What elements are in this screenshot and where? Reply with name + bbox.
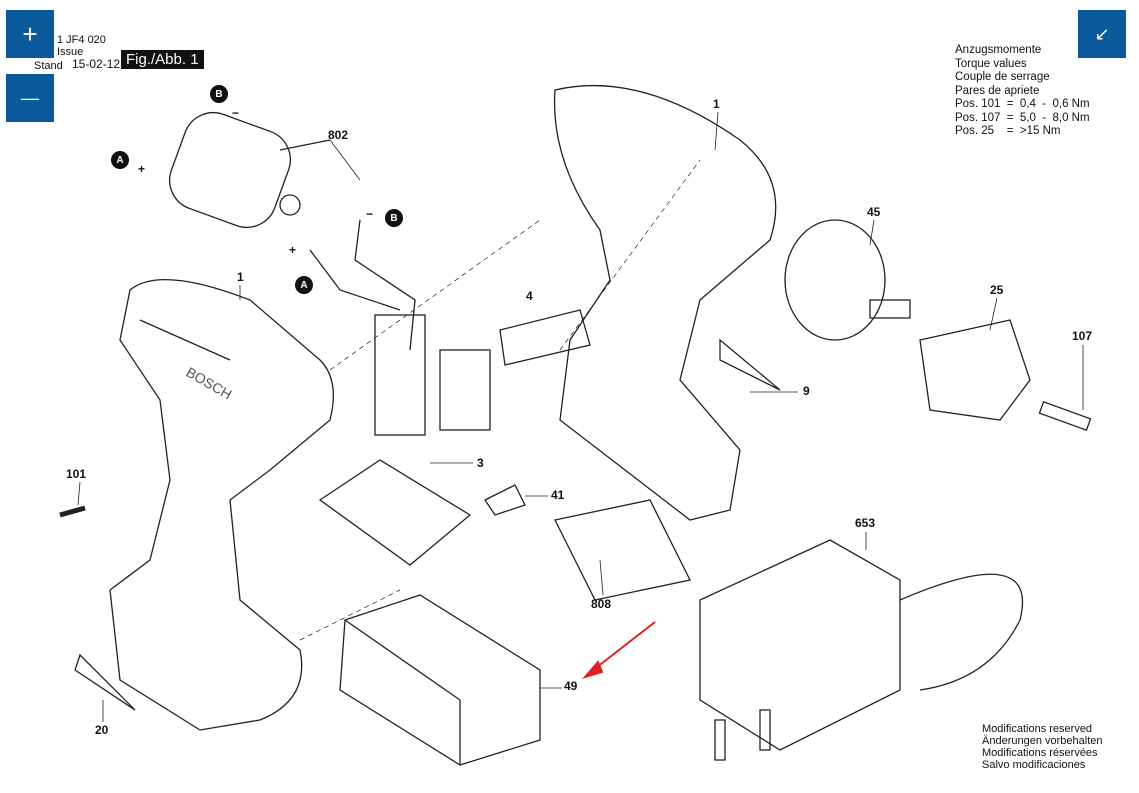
part-label[interactable]: 107 xyxy=(1072,329,1093,343)
collapse-button[interactable]: ↙ xyxy=(1078,10,1126,58)
connector-b-marker: B xyxy=(210,85,228,103)
svg-text:BOSCH: BOSCH xyxy=(184,364,235,403)
zoom-in-button[interactable]: + xyxy=(6,10,54,58)
switch-part xyxy=(309,219,491,566)
part-label[interactable]: 45 xyxy=(867,205,881,219)
issue-label: Issue xyxy=(57,46,84,58)
mod-line: Modifications réservées xyxy=(982,747,1098,759)
part-label[interactable]: 20 xyxy=(95,723,109,737)
gear-part xyxy=(784,219,911,341)
part-label[interactable]: 1 xyxy=(713,97,720,111)
collapse-arrows-icon: ↙ xyxy=(1094,23,1110,44)
part-label[interactable]: 3 xyxy=(477,456,484,470)
housing-left-part: BOSCH xyxy=(109,278,334,731)
torque-line: Pares de apriete xyxy=(955,84,1040,97)
drawing-code: 1 JF4 020 xyxy=(57,34,106,46)
connector-a-marker: A xyxy=(295,276,313,294)
torque-line: Pos. 107 = 5,0 - 8,0 Nm xyxy=(955,111,1090,124)
plus-icon: + xyxy=(22,18,38,49)
mod-line: Salvo modificaciones xyxy=(982,759,1086,771)
screw-107-part xyxy=(1038,400,1092,432)
red-arrow-icon xyxy=(582,621,656,679)
minus-sign: − xyxy=(366,207,374,221)
housing-right-part xyxy=(553,84,777,521)
part-label[interactable]: 653 xyxy=(855,516,876,530)
charger-part xyxy=(699,539,1024,761)
part-label[interactable]: 802 xyxy=(328,128,349,142)
mod-line: Änderungen vorbehalten xyxy=(982,735,1103,747)
mod-line: Modifications reserved xyxy=(982,723,1093,735)
zoom-out-button[interactable]: — xyxy=(6,74,54,122)
label-20-part xyxy=(74,653,136,711)
stand-label: Stand xyxy=(34,60,63,72)
minus-icon: — xyxy=(21,87,39,108)
plus-sign: + xyxy=(289,243,297,257)
battery-part xyxy=(339,594,541,766)
motor-part xyxy=(169,112,331,228)
connector-a-marker: A xyxy=(111,151,129,169)
label-808-part xyxy=(554,499,691,601)
part-label[interactable]: 25 xyxy=(990,283,1004,297)
torque-line: Pos. 101 = 0,4 - 0,6 Nm xyxy=(955,98,1090,110)
part-41 xyxy=(484,484,526,516)
part-label[interactable]: 101 xyxy=(66,467,87,481)
part-label[interactable]: 41 xyxy=(551,488,565,502)
label-9-part xyxy=(719,338,781,391)
figure-title: Fig./Abb. 1 xyxy=(121,50,204,69)
plus-sign: + xyxy=(138,162,146,176)
screw-101-part xyxy=(59,505,86,518)
part-label[interactable]: 9 xyxy=(803,384,810,398)
torque-line: Anzugsmomente xyxy=(955,44,1042,56)
part-label[interactable]: 4 xyxy=(526,289,533,303)
connector-b-marker: B xyxy=(385,209,403,227)
torque-line: Torque values xyxy=(955,57,1027,70)
modifications-note: Modifications reserved Änderungen vorbeh… xyxy=(982,723,1102,771)
part-label[interactable]: 808 xyxy=(591,597,612,611)
part-label[interactable]: 49 xyxy=(564,679,578,693)
part-label[interactable]: 1 xyxy=(237,270,244,284)
torque-line: Couple de serrage xyxy=(955,71,1050,83)
chuck-part xyxy=(919,319,1031,421)
minus-sign: − xyxy=(232,106,240,120)
torque-line: Pos. 25 = >15 Nm xyxy=(955,125,1061,137)
part-4 xyxy=(499,309,591,366)
drawing-date: 15-02-12 xyxy=(72,57,121,71)
torque-values: Anzugsmomente Torque values Couple de se… xyxy=(955,44,1090,139)
